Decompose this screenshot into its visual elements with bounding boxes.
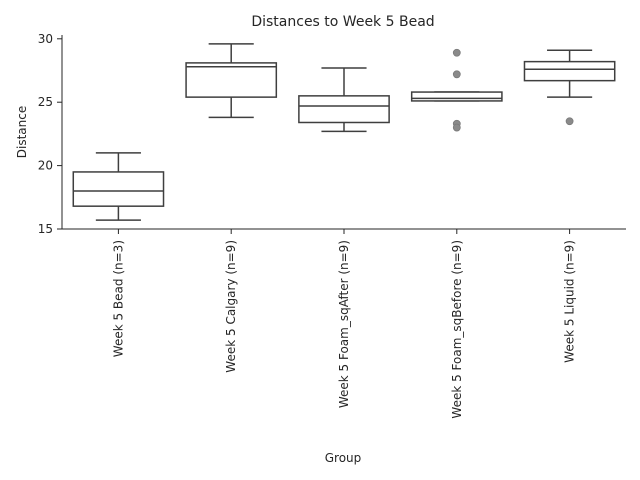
outlier-point xyxy=(452,48,461,57)
outlier-point xyxy=(565,117,574,126)
outlier-point xyxy=(452,123,461,132)
x-tick-label: Week 5 Bead (n=3) xyxy=(111,240,125,357)
box-iqr xyxy=(185,62,278,98)
x-tick-label: Week 5 Liquid (n=9) xyxy=(563,240,577,363)
outlier-point xyxy=(452,70,461,79)
plot-area xyxy=(72,43,616,221)
y-tick-label: 30 xyxy=(38,32,53,46)
box-group xyxy=(298,67,390,133)
x-tick-label: Week 5 Foam_sqBefore (n=9) xyxy=(450,240,464,419)
y-axis-ticks: 15 20 25 30 xyxy=(38,32,62,236)
y-tick-label: 15 xyxy=(38,222,53,236)
x-tick-label: Week 5 Calgary (n=9) xyxy=(224,240,238,373)
box-iqr xyxy=(410,91,503,102)
x-tick-label: Week 5 Foam_sqAfter (n=9) xyxy=(337,240,351,408)
y-tick-label: 20 xyxy=(38,159,53,173)
box-group xyxy=(185,43,278,119)
x-axis-ticks: Week 5 Bead (n=3) Week 5 Calgary (n=9) Wee… xyxy=(111,229,577,419)
box-group xyxy=(72,152,165,221)
y-tick-label: 25 xyxy=(38,95,53,109)
y-axis-label: Distance xyxy=(15,106,29,158)
box-group xyxy=(410,48,503,132)
box-iqr xyxy=(298,95,390,124)
box-group xyxy=(523,49,616,126)
chart-title: Distances to Week 5 Bead xyxy=(251,14,434,30)
box-iqr xyxy=(72,171,165,207)
x-axis-label: Group xyxy=(325,451,362,465)
box-iqr xyxy=(523,60,616,82)
